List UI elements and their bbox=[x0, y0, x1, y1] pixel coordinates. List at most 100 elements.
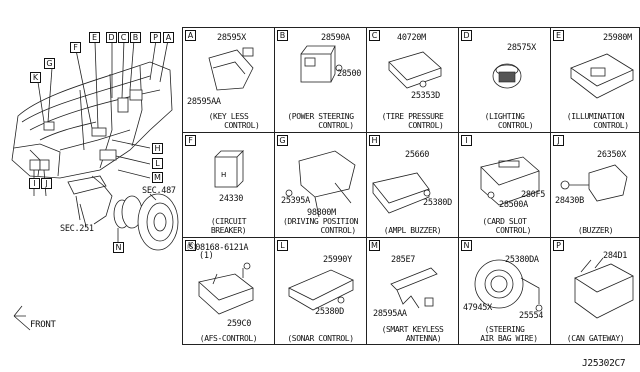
panel-caption: (BUZZER) bbox=[577, 226, 614, 235]
part-drawing-j bbox=[560, 164, 628, 202]
part-number[interactable]: 25380D bbox=[315, 307, 344, 317]
panel-caption: (STEERING AIR BAG WIRE) bbox=[480, 325, 538, 343]
part-number[interactable]: 25380D bbox=[423, 198, 452, 208]
callout-g[interactable]: G bbox=[44, 58, 55, 69]
part-number[interactable]: 284D1 bbox=[603, 251, 628, 261]
sec-251-label[interactable]: SEC.251 bbox=[60, 224, 94, 234]
part-number[interactable]: 25353D bbox=[411, 91, 440, 101]
panel-p[interactable]: P 284D1 (CAN GATEWAY) bbox=[550, 237, 640, 345]
part-drawing-a bbox=[208, 47, 254, 91]
panel-letter: G bbox=[277, 135, 288, 146]
panel-caption: (AFS-CONTROL) bbox=[199, 334, 258, 343]
panel-letter: M bbox=[369, 240, 380, 251]
part-number[interactable]: 26350X bbox=[597, 150, 626, 160]
part-number[interactable]: Ⓢ08168-6121A bbox=[187, 243, 249, 253]
panel-g[interactable]: G 25395A 98800M(DRIVING POSITION CONTROL) bbox=[274, 132, 366, 237]
part-drawing-d bbox=[492, 63, 522, 89]
part-number[interactable]: 280F5 bbox=[521, 190, 546, 200]
sec-487-label[interactable]: SEC.487 bbox=[142, 186, 176, 196]
callout-l[interactable]: L bbox=[152, 158, 163, 169]
panel-letter: F bbox=[185, 135, 196, 146]
panel-d[interactable]: D 28575X (LIGHTING CONTROL) bbox=[458, 27, 550, 132]
panel-j[interactable]: J 26350X 28430B (BUZZER) bbox=[550, 132, 640, 237]
panel-letter: N bbox=[461, 240, 472, 251]
part-number[interactable]: 28500A bbox=[499, 200, 528, 210]
panel-caption: (TIRE PRESSURE CONTROL) bbox=[381, 112, 444, 130]
part-drawing-m bbox=[390, 267, 438, 309]
callout-i[interactable]: I bbox=[29, 178, 40, 189]
callout-a[interactable]: A bbox=[163, 32, 174, 43]
callout-c[interactable]: C bbox=[118, 32, 129, 43]
part-drawing-h bbox=[372, 172, 431, 214]
part-number[interactable]: 28595AA bbox=[187, 97, 221, 107]
callout-k[interactable]: K bbox=[30, 72, 41, 83]
part-number[interactable]: 28500 bbox=[337, 69, 362, 79]
part-number[interactable]: 28590A bbox=[321, 33, 350, 43]
panel-caption: (LIGHTING CONTROL) bbox=[484, 112, 534, 130]
part-number[interactable]: 25980M bbox=[603, 33, 632, 43]
part-number[interactable]: 47945X bbox=[463, 303, 492, 313]
part-drawing-l bbox=[288, 269, 354, 311]
panel-letter: J bbox=[553, 135, 564, 146]
part-number[interactable]: 98800M bbox=[307, 208, 336, 218]
callout-e[interactable]: E bbox=[89, 32, 100, 43]
panel-caption: (CIRCUIT BREAKER) bbox=[210, 217, 247, 235]
part-number[interactable]: 25554 bbox=[519, 311, 544, 321]
part-drawing-f: H bbox=[214, 150, 244, 188]
panel-letter: P bbox=[553, 240, 564, 251]
callout-h[interactable]: H bbox=[152, 143, 163, 154]
part-number[interactable]: 28595AA bbox=[373, 309, 407, 319]
part-drawing-g bbox=[285, 150, 356, 218]
part-number[interactable]: 28430B bbox=[555, 196, 584, 206]
panel-caption: (KEY LESS CONTROL) bbox=[208, 112, 260, 130]
part-number[interactable]: 28575X bbox=[507, 43, 536, 53]
part-number[interactable]: (1) bbox=[199, 251, 214, 261]
panel-caption: (AMPL BUZZER) bbox=[383, 226, 442, 235]
panel-f[interactable]: H F 24330 (CIRCUIT BREAKER) bbox=[182, 132, 274, 237]
part-drawing-i bbox=[480, 156, 540, 206]
panel-letter: E bbox=[553, 30, 564, 41]
panel-caption: (DRIVING POSITION CONTROL) bbox=[282, 217, 359, 235]
callout-p[interactable]: P bbox=[150, 32, 161, 43]
callout-m[interactable]: M bbox=[152, 172, 163, 183]
part-drawing-b bbox=[300, 45, 343, 83]
diagram-id: J25302C7 bbox=[582, 358, 626, 369]
callout-f[interactable]: F bbox=[70, 42, 81, 53]
callout-j[interactable]: J bbox=[41, 178, 52, 189]
part-drawing-e bbox=[570, 53, 634, 99]
callout-b[interactable]: B bbox=[130, 32, 141, 43]
callout-n[interactable]: N bbox=[113, 242, 124, 253]
panel-letter: B bbox=[277, 30, 288, 41]
panel-letter: D bbox=[461, 30, 472, 41]
part-number[interactable]: 25990Y bbox=[323, 255, 352, 265]
part-number[interactable]: 25380DA bbox=[505, 255, 539, 265]
panel-m[interactable]: M 285E7 28595AA (SMART KEYLESS ANTENNA) bbox=[366, 237, 458, 345]
part-number[interactable]: 25395A bbox=[281, 196, 310, 206]
panel-caption: (CAN GATEWAY) bbox=[566, 334, 625, 343]
panel-e[interactable]: E 25980M (ILLUMINATION CONTROL) bbox=[550, 27, 640, 132]
part-drawing-p bbox=[574, 257, 634, 319]
part-drawing-c bbox=[388, 51, 442, 89]
panel-caption: (SMART KEYLESS ANTENNA) bbox=[381, 325, 444, 343]
part-drawing-n bbox=[474, 259, 543, 312]
panel-letter: L bbox=[277, 240, 288, 251]
part-number[interactable]: 28595X bbox=[217, 33, 246, 43]
panel-caption: (ILLUMINATION CONTROL) bbox=[566, 112, 629, 130]
part-number[interactable]: 24330 bbox=[219, 194, 244, 204]
panel-n[interactable]: N 25380DA 47945X 25554 (STEERING AIR BAG WIR… bbox=[458, 237, 550, 345]
part-number[interactable]: 40720M bbox=[397, 33, 426, 43]
svg-text:H: H bbox=[221, 171, 226, 179]
part-number[interactable]: 25660 bbox=[405, 150, 430, 160]
part-number[interactable]: 259C0 bbox=[227, 319, 252, 329]
part-number[interactable]: 285E7 bbox=[391, 255, 416, 265]
callout-d[interactable]: D bbox=[106, 32, 117, 43]
